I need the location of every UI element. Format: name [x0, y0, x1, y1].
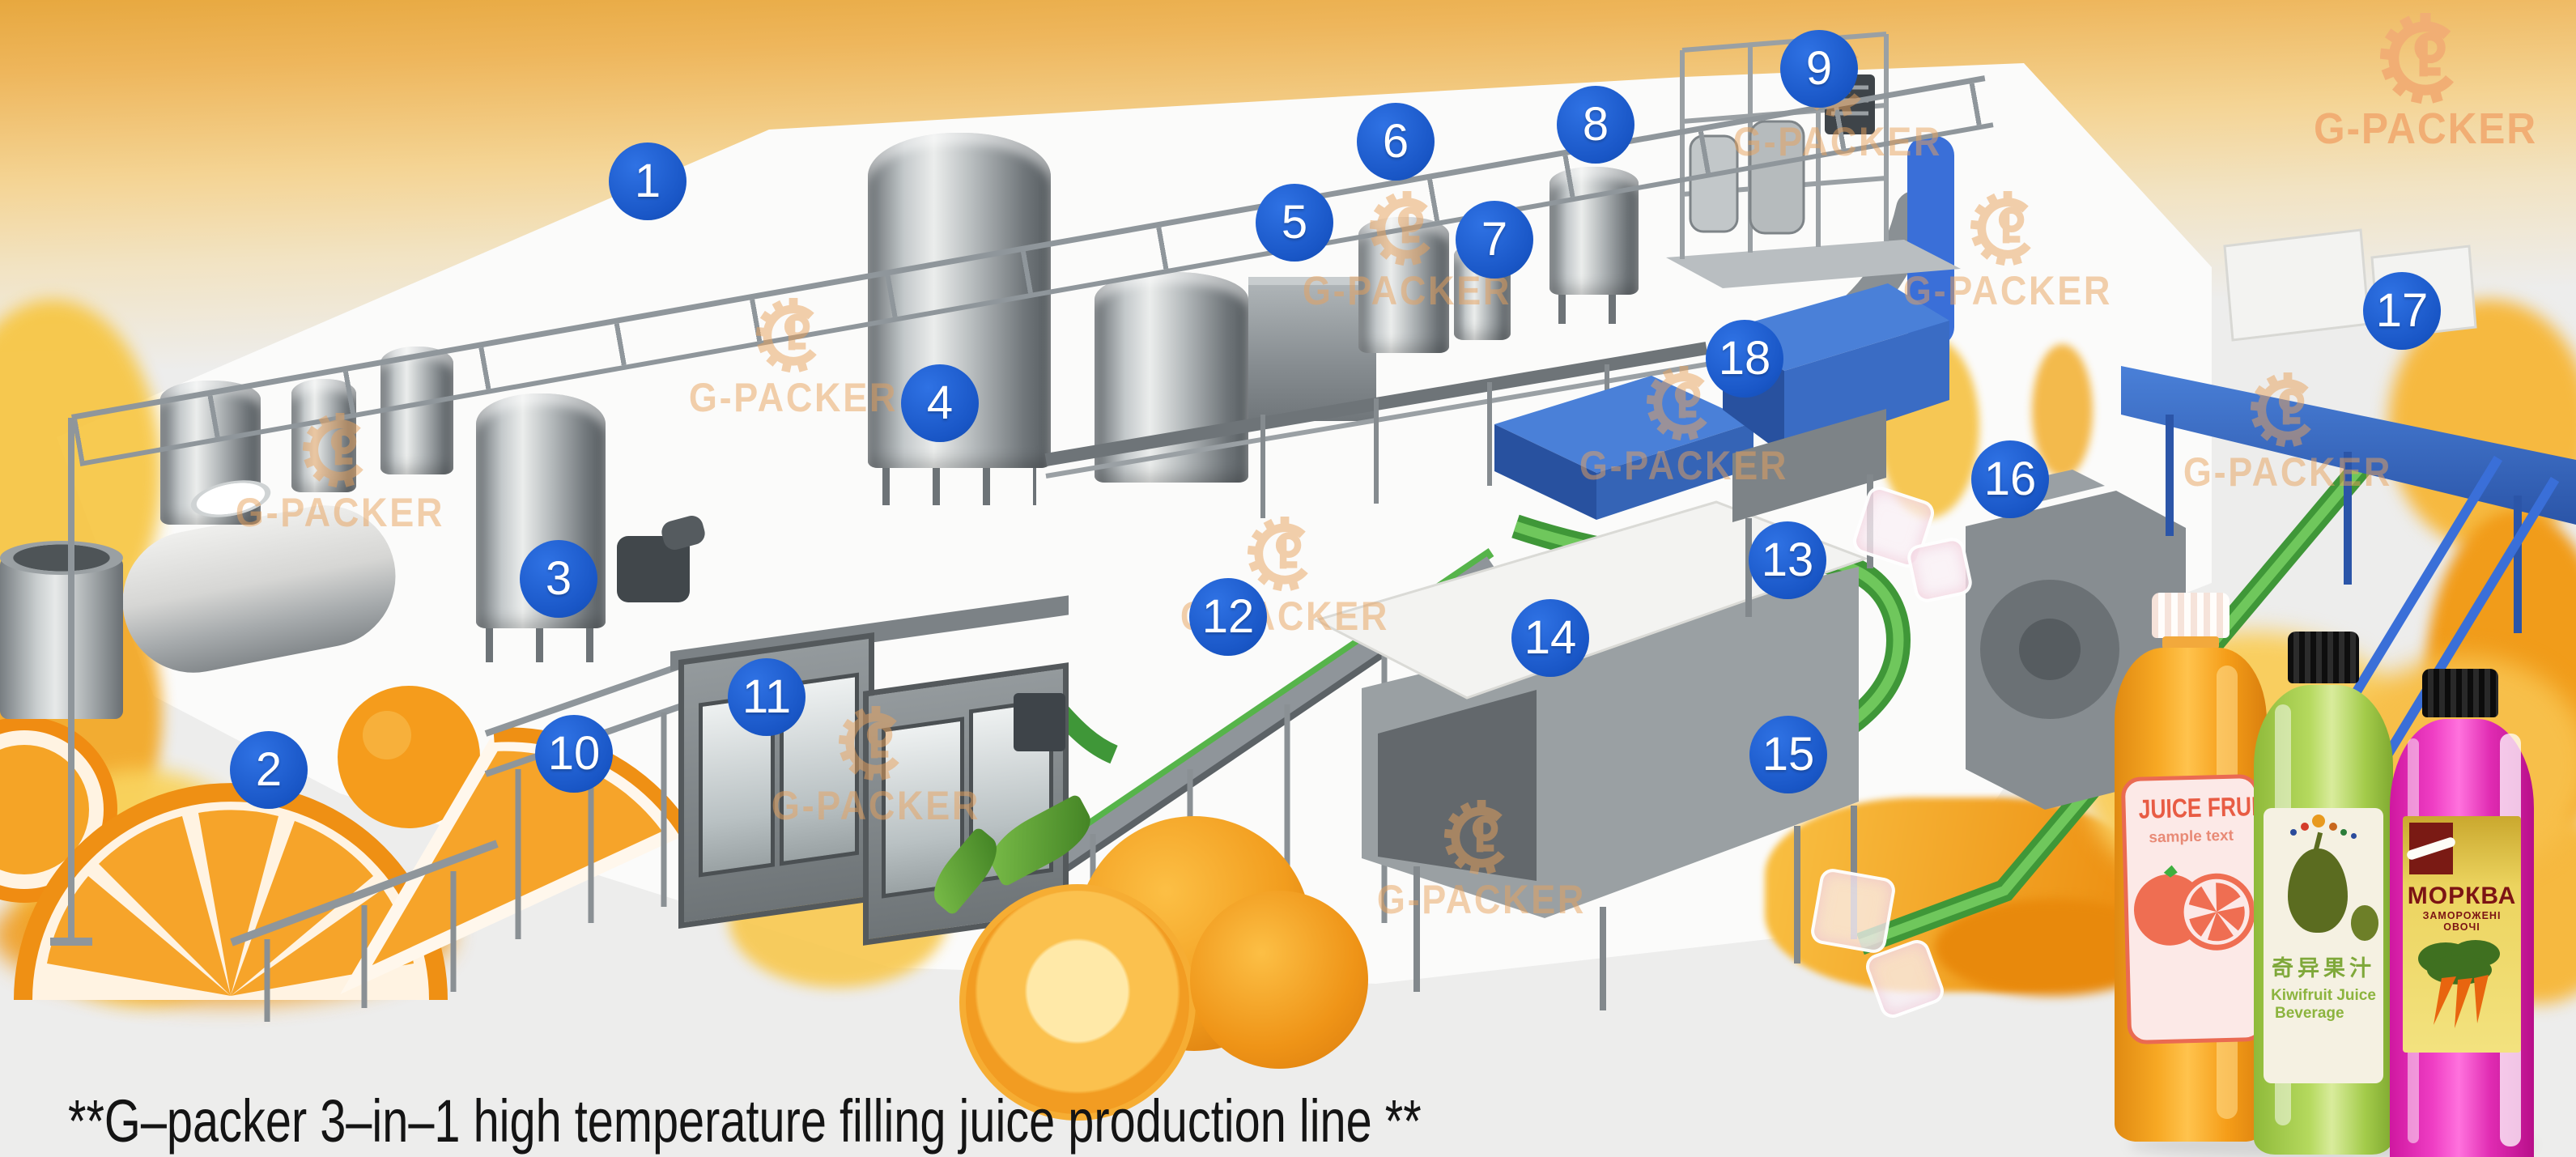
- brand-watermark: G-PACKER: [1708, 42, 1967, 165]
- step-marker-5: 5: [1256, 184, 1333, 262]
- brand-watermark: G-PACKER: [746, 706, 1005, 829]
- gear-logo-icon: [2251, 372, 2325, 447]
- gear-logo-icon: [1970, 191, 2045, 266]
- gear-logo-icon: [1248, 517, 1322, 591]
- step-marker-6: 6: [1357, 103, 1435, 181]
- tank-legs: [486, 625, 599, 662]
- juice-splash-near-capper: [2032, 344, 2093, 478]
- step-marker-11: 11: [728, 658, 806, 736]
- brand-watermark: G-PACKER: [664, 298, 923, 421]
- bottle-cap: [2422, 669, 2498, 717]
- open-vat-top: [0, 541, 123, 575]
- gear-logo-icon: [839, 706, 913, 781]
- step-marker-2: 2: [230, 731, 308, 809]
- brand-watermark: G-PACKER: [2158, 372, 2417, 496]
- label-subtitle: sample text: [2149, 827, 2234, 847]
- logo-text: G-PACKER: [2314, 104, 2538, 153]
- balance-tank: [1248, 277, 1376, 421]
- step-marker-1: 1: [609, 142, 687, 220]
- label-subtitle: ЗАМОРОЖЕНІ ОВОЧІ: [2422, 910, 2502, 933]
- step-marker-17: 17: [2363, 272, 2441, 350]
- step-marker-14: 14: [1511, 599, 1589, 677]
- label-dots: [2264, 815, 2383, 839]
- step-marker-7: 7: [1456, 201, 1533, 279]
- brand-watermark: G-PACKER: [1277, 191, 1537, 314]
- bottle-cap: [2288, 632, 2359, 683]
- label-title-cn: 奇异果汁: [2272, 956, 2375, 980]
- step-marker-3: 3: [520, 540, 597, 618]
- carrot-juice-bottle: МОРКВА ЗАМОРОЖЕНІ ОВОЧІ: [2388, 669, 2536, 1157]
- kiwifruit-juice-bottle: 奇异果汁 Kiwifruit Juice Beverage: [2252, 632, 2395, 1157]
- bottle-neck: [2162, 636, 2219, 649]
- bottle-label: JUICE FRUIT sample text: [2120, 773, 2266, 1045]
- gear-logo-icon: [756, 298, 831, 372]
- step-marker-9: 9: [1780, 30, 1858, 108]
- brand-watermark: G-PACKER: [1554, 366, 1813, 489]
- step-marker-16: 16: [1971, 440, 2049, 518]
- open-vat: [0, 557, 123, 719]
- label-line1: Kiwifruit Juice: [2271, 987, 2376, 1004]
- orange-juice-bottle: JUICE FRUIT sample text: [2111, 593, 2270, 1143]
- gear-logo-icon: [303, 413, 377, 487]
- gear-logo-icon: [1444, 800, 1519, 874]
- ice-cube: [1905, 535, 1975, 605]
- vertical-pipe: [68, 418, 74, 942]
- caption-text: **G–packer 3–in–1 high temperature filli…: [68, 1087, 1422, 1155]
- orange-fruit-photo: [1190, 891, 1368, 1069]
- bottle-cap: [2152, 593, 2230, 638]
- step-marker-4: 4: [901, 364, 979, 442]
- bottle-label: МОРКВА ЗАМОРОЖЕНІ ОВОЧІ: [2403, 816, 2521, 1053]
- ice-cube: [1809, 866, 1898, 955]
- company-logo: G-PACKER: [2304, 13, 2547, 154]
- gear-logo-icon: [2380, 13, 2471, 104]
- brand-watermark: G-PACKER: [1352, 800, 1611, 923]
- orange-half-photo: [959, 884, 1196, 1121]
- label-title: JUICE FRUIT: [2138, 790, 2266, 824]
- step-marker-10: 10: [535, 715, 613, 793]
- brand-watermark: G-PACKER: [1878, 191, 2137, 314]
- step-marker-18: 18: [1706, 320, 1783, 398]
- step-marker-12: 12: [1189, 578, 1267, 656]
- gear-logo-icon: [1370, 191, 1444, 266]
- step-marker-8: 8: [1557, 86, 1634, 164]
- step-marker-13: 13: [1749, 521, 1826, 599]
- label-title: МОРКВА: [2407, 883, 2517, 909]
- step-marker-15: 15: [1749, 716, 1827, 793]
- grapefruit-illustration: [2134, 865, 2255, 951]
- label-line2: Beverage: [2275, 1005, 2344, 1022]
- carrots-illustration: [2418, 940, 2500, 1028]
- bottle-label: 奇异果汁 Kiwifruit Juice Beverage: [2264, 808, 2383, 1083]
- label-ribbon-mark: [2405, 823, 2457, 874]
- tank-legs: [1558, 291, 1631, 324]
- tank-legs: [882, 465, 1036, 505]
- control-panel: [1014, 693, 1065, 751]
- pipe-foot: [50, 938, 92, 946]
- kiwi-illustration: [2264, 832, 2383, 951]
- brand-watermark: G-PACKER: [210, 413, 470, 536]
